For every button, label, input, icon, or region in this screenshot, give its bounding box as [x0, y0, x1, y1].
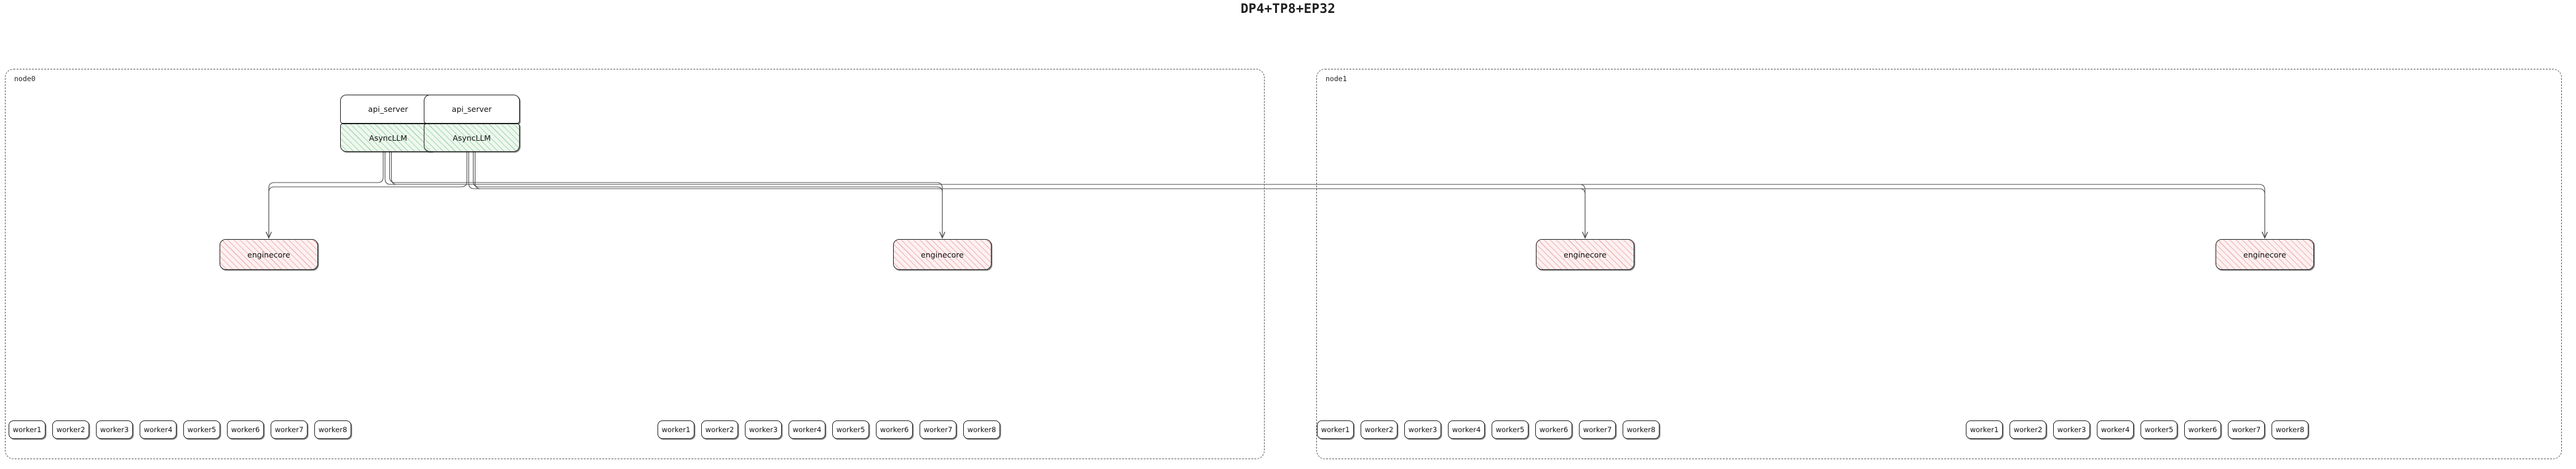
worker-box-label: worker8 — [318, 425, 348, 434]
api-server-box-label: api_server — [451, 104, 492, 114]
worker-box[interactable]: worker2 — [1361, 420, 1397, 439]
worker-box[interactable]: worker5 — [183, 420, 220, 439]
worker-box[interactable]: worker7 — [920, 420, 956, 439]
worker-box-label: worker2 — [705, 425, 734, 434]
api-server-box-label: api_server — [368, 104, 408, 114]
worker-box[interactable]: worker3 — [745, 420, 782, 439]
worker-box[interactable]: worker5 — [2141, 420, 2177, 439]
enginecore-box[interactable]: enginecore — [893, 239, 992, 270]
worker-box-label: worker1 — [1970, 425, 1999, 434]
worker-box-label: worker7 — [923, 425, 953, 434]
cluster-label-node0: node0 — [14, 74, 36, 83]
worker-box-label: worker8 — [967, 425, 996, 434]
worker-box[interactable]: worker8 — [1623, 420, 1660, 439]
worker-box[interactable]: worker7 — [2228, 420, 2265, 439]
worker-box-label: worker8 — [2275, 425, 2305, 434]
worker-box-label: worker5 — [2144, 425, 2174, 434]
worker-box[interactable]: worker1 — [1966, 420, 2003, 439]
enginecore-box-label: enginecore — [2243, 250, 2286, 259]
worker-box[interactable]: worker1 — [1317, 420, 1354, 439]
worker-box[interactable]: worker7 — [1579, 420, 1616, 439]
cluster-node0: node0 — [5, 69, 1265, 459]
worker-box-label: worker7 — [2232, 425, 2261, 434]
api-server-box[interactable]: api_server — [340, 95, 436, 124]
enginecore-box-label: enginecore — [1564, 250, 1607, 259]
worker-box-label: worker6 — [2188, 425, 2217, 434]
worker-box-label: worker3 — [2057, 425, 2086, 434]
worker-box[interactable]: worker8 — [2272, 420, 2308, 439]
worker-box-label: worker3 — [1408, 425, 1437, 434]
worker-box-label: worker5 — [1495, 425, 1525, 434]
worker-box-label: worker4 — [792, 425, 822, 434]
worker-box-label: worker5 — [187, 425, 217, 434]
worker-box[interactable]: worker4 — [789, 420, 825, 439]
worker-box-label: worker2 — [56, 425, 85, 434]
worker-box-label: worker1 — [661, 425, 691, 434]
worker-box-label: worker3 — [100, 425, 129, 434]
enginecore-box-label: enginecore — [921, 250, 964, 259]
worker-box[interactable]: worker5 — [832, 420, 869, 439]
cluster-label-node1: node1 — [1326, 74, 1347, 83]
worker-box[interactable]: worker6 — [1535, 420, 1572, 439]
worker-box[interactable]: worker1 — [9, 420, 46, 439]
worker-box[interactable]: worker3 — [96, 420, 133, 439]
worker-box-label: worker3 — [749, 425, 778, 434]
async-llm-box[interactable]: AsyncLLM — [424, 124, 520, 152]
worker-box[interactable]: worker4 — [1448, 420, 1485, 439]
worker-box-label: worker7 — [274, 425, 304, 434]
worker-box[interactable]: worker2 — [2010, 420, 2046, 439]
worker-box-label: worker2 — [2013, 425, 2043, 434]
worker-box[interactable]: worker7 — [271, 420, 308, 439]
worker-box-label: worker6 — [1539, 425, 1568, 434]
async-llm-box-label: AsyncLLM — [369, 133, 407, 143]
async-llm-box-label: AsyncLLM — [453, 133, 491, 143]
worker-box-label: worker4 — [1452, 425, 1481, 434]
enginecore-box[interactable]: enginecore — [1536, 239, 1634, 270]
worker-box[interactable]: worker4 — [2097, 420, 2134, 439]
worker-box[interactable]: worker8 — [314, 420, 351, 439]
worker-box-label: worker6 — [231, 425, 260, 434]
worker-box[interactable]: worker3 — [1404, 420, 1441, 439]
worker-box[interactable]: worker6 — [876, 420, 913, 439]
worker-box-label: worker8 — [1626, 425, 1656, 434]
enginecore-box[interactable]: enginecore — [2216, 239, 2314, 270]
worker-box[interactable]: worker4 — [140, 420, 177, 439]
worker-box-label: worker4 — [2101, 425, 2130, 434]
enginecore-box[interactable]: enginecore — [220, 239, 318, 270]
worker-box-label: worker2 — [1364, 425, 1394, 434]
page-title: DP4+TP8+EP32 — [1240, 1, 1336, 16]
cluster-node1: node1 — [1316, 69, 2562, 459]
worker-box[interactable]: worker8 — [963, 420, 1000, 439]
worker-box-label: worker1 — [1321, 425, 1350, 434]
worker-box-label: worker1 — [12, 425, 42, 434]
worker-box[interactable]: worker5 — [1492, 420, 1529, 439]
worker-box[interactable]: worker2 — [701, 420, 738, 439]
worker-box-label: worker4 — [143, 425, 173, 434]
async-llm-box[interactable]: AsyncLLM — [340, 124, 436, 152]
worker-box-label: worker5 — [836, 425, 865, 434]
worker-box[interactable]: worker6 — [227, 420, 264, 439]
worker-box[interactable]: worker6 — [2184, 420, 2221, 439]
worker-box-label: worker7 — [1583, 425, 1612, 434]
worker-box[interactable]: worker1 — [658, 420, 694, 439]
enginecore-box-label: enginecore — [247, 250, 290, 259]
worker-box-label: worker6 — [880, 425, 909, 434]
worker-box[interactable]: worker3 — [2053, 420, 2090, 439]
worker-box[interactable]: worker2 — [52, 420, 89, 439]
api-server-box[interactable]: api_server — [424, 95, 520, 124]
